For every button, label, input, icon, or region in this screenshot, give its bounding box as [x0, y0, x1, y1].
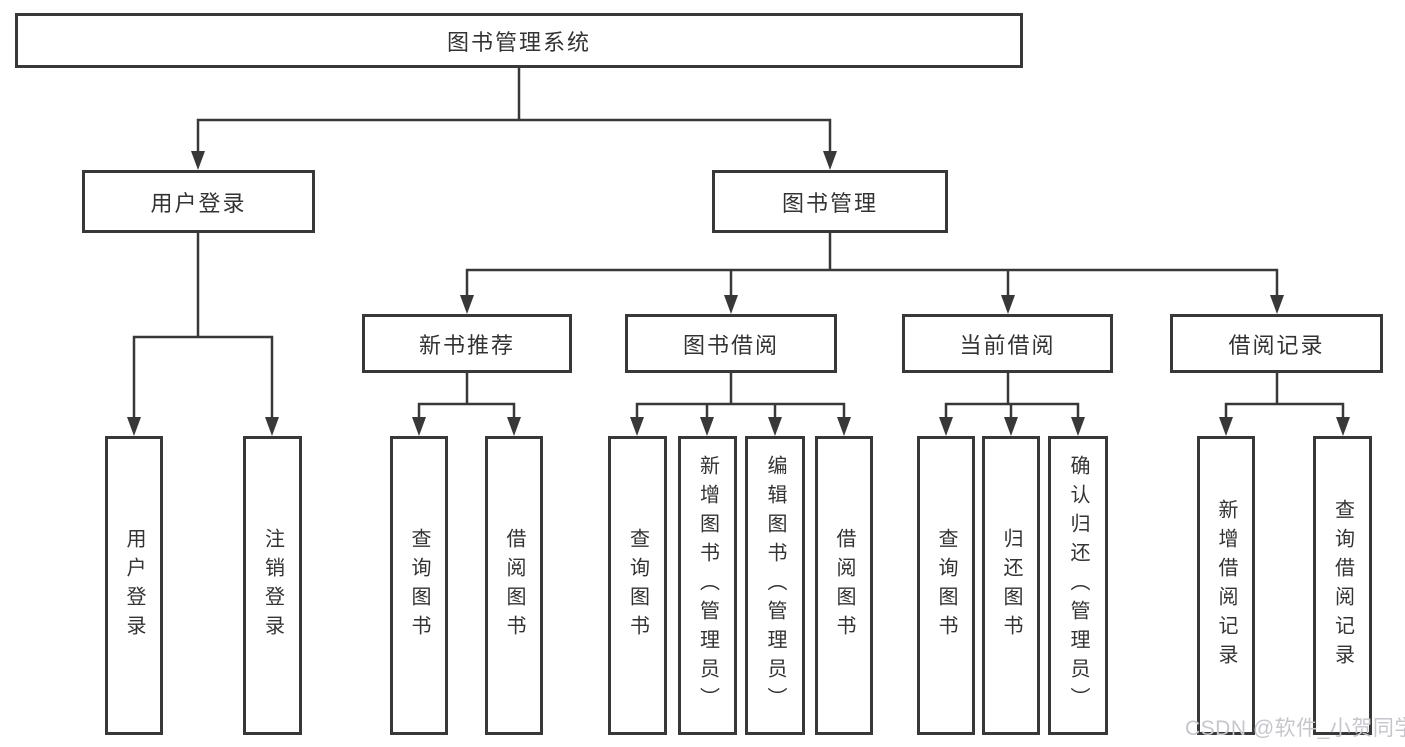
node-leaf-logout-label: 注销登录	[261, 527, 284, 644]
arrow-down-icon	[507, 417, 521, 436]
arrow-down-icon	[1270, 295, 1284, 314]
node-leaf-borrow-books-1: 借阅图书	[485, 436, 543, 735]
arrow-down-icon	[460, 295, 474, 314]
node-root-label: 图书管理系统	[446, 29, 591, 55]
arrow-down-icon	[823, 151, 837, 170]
connector-user-login-children	[127, 231, 279, 436]
arrow-down-icon	[700, 417, 714, 436]
node-leaf-borrow-books-2: 借阅图书	[815, 436, 873, 735]
node-book-management-label: 图书管理	[781, 190, 878, 216]
node-new-book-recommend: 新书推荐	[362, 314, 572, 373]
connector-book-management-to-level2	[460, 231, 1284, 314]
arrow-down-icon	[265, 417, 279, 436]
node-leaf-confirm-return-admin-label: 确认归还（管理员）	[1067, 455, 1089, 716]
node-leaf-query-borrow-record: 查询借阅记录	[1313, 436, 1372, 735]
arrow-down-icon	[1336, 417, 1350, 436]
arrow-down-icon	[939, 417, 953, 436]
node-leaf-query-books-3: 查询图书	[917, 436, 975, 735]
node-book-borrow-label: 图书借阅	[682, 332, 779, 358]
node-leaf-return-book-label: 归还图书	[1000, 527, 1022, 644]
csdn-watermark: CSDN @软件_小贺同学	[1185, 717, 1405, 740]
connector-new-book-children	[412, 371, 521, 436]
arrow-down-icon	[768, 417, 782, 436]
arrow-down-icon	[127, 417, 141, 436]
node-new-book-recommend-label: 新书推荐	[418, 332, 515, 358]
node-current-borrow: 当前借阅	[902, 314, 1113, 373]
node-leaf-user-login-label: 用户登录	[123, 527, 145, 644]
arrow-down-icon	[1219, 417, 1233, 436]
node-leaf-add-borrow-record-label: 新增借阅记录	[1215, 498, 1237, 673]
arrow-down-icon	[412, 417, 426, 436]
connector-current-borrow-children	[939, 371, 1085, 436]
node-leaf-edit-book-admin: 编辑图书（管理员）	[745, 436, 805, 735]
node-leaf-query-books-2-label: 查询图书	[626, 527, 649, 644]
connector-book-borrow-children	[630, 371, 851, 436]
arrow-down-icon	[724, 295, 738, 314]
node-leaf-add-borrow-record: 新增借阅记录	[1197, 436, 1255, 735]
node-leaf-return-book: 归还图书	[982, 436, 1040, 735]
node-leaf-borrow-books-2-label: 借阅图书	[833, 527, 855, 644]
node-leaf-user-login: 用户登录	[105, 436, 163, 735]
arrow-down-icon	[1001, 295, 1015, 314]
node-leaf-query-books-2: 查询图书	[608, 436, 667, 735]
node-root: 图书管理系统	[15, 13, 1023, 68]
arrow-down-icon	[1004, 417, 1018, 436]
node-user-login-label: 用户登录	[150, 190, 247, 216]
node-borrow-records-label: 借阅记录	[1228, 332, 1325, 358]
connector-root-to-level1	[191, 66, 837, 170]
node-leaf-add-book-admin-label: 新增图书（管理员）	[696, 455, 719, 716]
node-borrow-records: 借阅记录	[1170, 314, 1383, 373]
connector-borrow-records-children	[1219, 371, 1350, 436]
node-leaf-logout: 注销登录	[243, 436, 302, 735]
arrow-down-icon	[837, 417, 851, 436]
arrow-down-icon	[630, 417, 644, 436]
node-user-login: 用户登录	[82, 170, 315, 233]
node-book-borrow: 图书借阅	[625, 314, 837, 373]
node-leaf-edit-book-admin-label: 编辑图书（管理员）	[764, 455, 786, 716]
node-leaf-query-books-3-label: 查询图书	[935, 527, 957, 644]
node-leaf-confirm-return-admin: 确认归还（管理员）	[1048, 436, 1108, 735]
node-leaf-query-borrow-record-label: 查询借阅记录	[1331, 498, 1354, 673]
node-leaf-borrow-books-1-label: 借阅图书	[503, 527, 525, 644]
node-current-borrow-label: 当前借阅	[959, 332, 1056, 358]
node-book-management: 图书管理	[712, 170, 948, 233]
arrow-down-icon	[191, 151, 205, 170]
node-leaf-query-books-1-label: 查询图书	[408, 527, 430, 644]
arrow-down-icon	[1071, 417, 1085, 436]
node-leaf-query-books-1: 查询图书	[390, 436, 448, 735]
node-leaf-add-book-admin: 新增图书（管理员）	[678, 436, 737, 735]
